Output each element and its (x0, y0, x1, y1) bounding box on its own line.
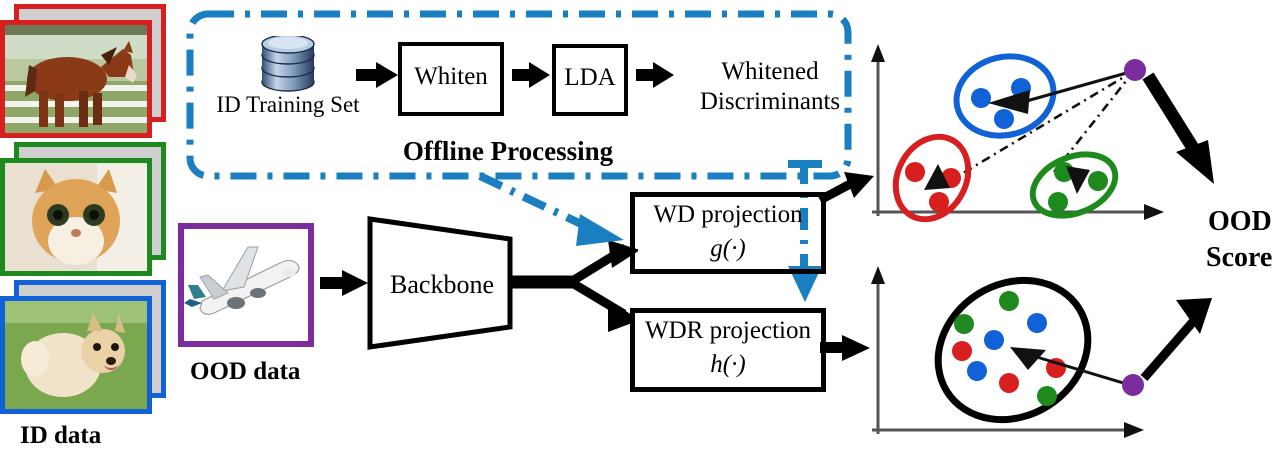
wdr-projection-label-line1: WDR projection (645, 317, 811, 344)
red-cluster-ellipse (892, 133, 972, 223)
arrow-offline-to-wd-projection (478, 172, 624, 246)
offline-processing-group (186, 10, 852, 180)
arrow-lda-to-discriminants (636, 62, 674, 88)
dog-photo-art (5, 301, 147, 409)
cluster-point (1027, 313, 1047, 333)
blue-centroid-arrowhead (988, 90, 1030, 114)
backbone-block[interactable] (366, 215, 514, 351)
dog-photo (0, 296, 152, 414)
offline-processing-border (186, 10, 852, 180)
wd-projection-box[interactable] (630, 192, 826, 274)
ood-sample-point (1124, 59, 1146, 81)
offline-outlet-tick (788, 160, 822, 168)
green-cluster-ellipse (1029, 151, 1119, 219)
lda-box[interactable] (552, 44, 628, 116)
red-point (905, 162, 925, 182)
whitened-discriminants-line1: Whitened (721, 58, 819, 85)
whiten-box-label: Whiten (414, 63, 488, 90)
id-image-horse[interactable] (0, 4, 166, 138)
id-data-label: ID data (20, 422, 102, 449)
lda-box-label: LDA (564, 64, 616, 91)
arrow-wd-to-top-plot (818, 172, 874, 204)
x-axis-arrowhead (1124, 422, 1144, 438)
ood-sample-point (1122, 374, 1144, 396)
cluster-point (967, 361, 987, 381)
id-image-dog[interactable] (0, 280, 166, 414)
blue-cluster-ellipse (953, 53, 1057, 139)
id-training-set-label: ID Training Set (216, 92, 360, 117)
cluster-point (999, 291, 1019, 311)
wd-projection-plot (871, 44, 1164, 223)
cat-photo-art (5, 163, 147, 271)
blue-point (994, 109, 1014, 129)
cluster-point (952, 341, 972, 361)
arrow-wdr-to-bottom-plot (820, 335, 870, 361)
arrow-db-to-whiten (356, 62, 398, 88)
blue-point (971, 88, 991, 108)
arrow-ood-to-backbone (320, 270, 368, 296)
arrow-whiten-to-lda (512, 62, 550, 88)
id-image-cat[interactable] (0, 142, 166, 276)
x-axis-arrowhead (1144, 204, 1164, 220)
green-point (1048, 192, 1068, 212)
green-point (1088, 171, 1108, 191)
cluster-point (984, 330, 1004, 350)
whitened-discriminants-line2: Discriminants (699, 88, 841, 115)
cluster-point (1037, 386, 1057, 406)
cluster-point (999, 373, 1019, 393)
whiten-box[interactable] (398, 42, 504, 116)
database-icon (261, 36, 315, 92)
arrow-offline-to-wdr-projection (788, 162, 822, 302)
solid-arrow-to-cluster-center (1029, 353, 1131, 387)
wd-projection-label-line1: WD projection (653, 201, 803, 228)
wdr-projection-plot (871, 266, 1144, 438)
green-centroid-arrowhead (1066, 166, 1090, 194)
cat-photo (0, 158, 152, 276)
solid-arrow-to-blue-centroid (1022, 70, 1131, 104)
merged-id-cluster-ellipse (934, 276, 1092, 424)
arrow-bottom-plot-to-score (1140, 298, 1212, 381)
arrow-top-plot-to-score (1142, 72, 1214, 184)
dashdot-to-red-centroid (957, 69, 1135, 178)
ood-image-airplane[interactable] (178, 223, 314, 347)
airplane-photo-art (184, 229, 308, 341)
ood-score-label-line2: Score (1206, 242, 1273, 273)
wd-projection-label-line2: g(·) (710, 235, 746, 262)
arrow-backbone-to-projections (510, 240, 638, 332)
backbone-label: Backbone (390, 270, 494, 299)
cluster-center-arrowhead (1010, 347, 1046, 370)
horse-photo-art (5, 25, 147, 133)
red-centroid-arrowhead (924, 164, 950, 190)
horse-photo (0, 20, 152, 138)
cluster-point (954, 314, 974, 334)
y-axis-arrowhead (871, 266, 885, 284)
y-axis-arrowhead (871, 44, 885, 62)
ood-score-label-line1: OOD (1208, 206, 1272, 237)
wdr-projection-label-line2: h(·) (710, 351, 746, 378)
offline-processing-label: Offline Processing (402, 136, 614, 166)
red-point (929, 192, 949, 212)
wdr-projection-box[interactable] (630, 308, 826, 392)
ood-data-label: OOD data (190, 358, 301, 385)
